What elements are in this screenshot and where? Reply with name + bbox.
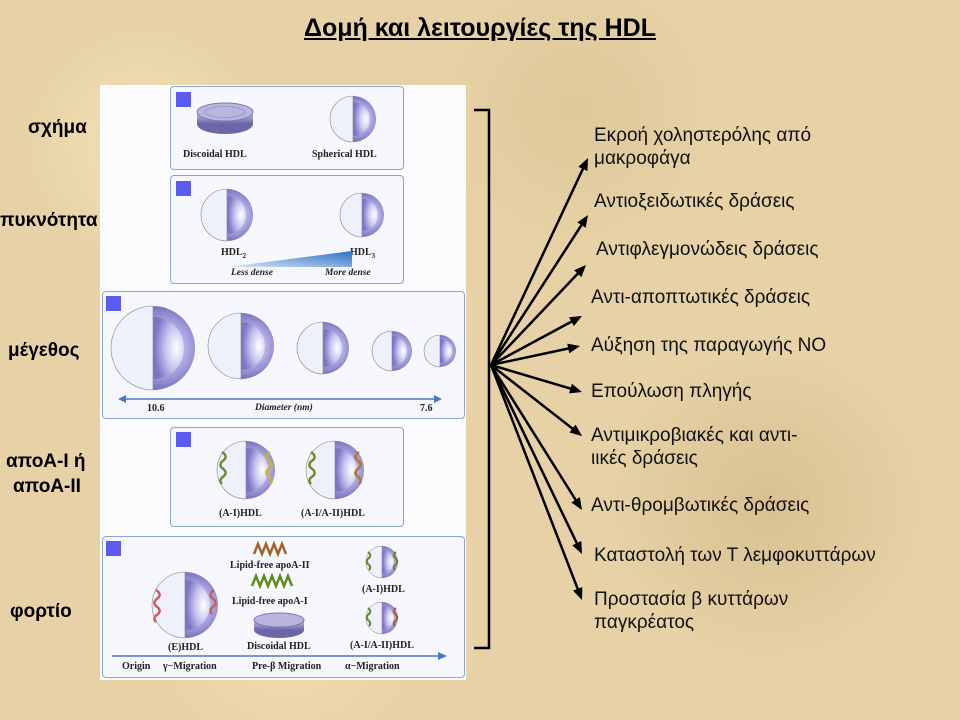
arrow-line [489, 221, 585, 366]
marker-square [176, 432, 191, 447]
label-gamma-migration: γ−Migration [163, 661, 217, 672]
marker-square [176, 181, 191, 196]
label-ehdl: (E)HDL [168, 642, 203, 653]
row-label-charge: φορτίο [10, 601, 72, 622]
hdl3-sphere-icon [339, 192, 384, 238]
label-charge-discoidal: Discoidal HDL [247, 641, 311, 652]
arrow-line [490, 270, 581, 366]
function-label: Προστασία β κυττάρων παγκρέατος [594, 589, 789, 633]
marker-square [176, 92, 191, 107]
marker-square [106, 541, 121, 556]
function-label: Αντιμικροβιακές και αντι- ιικές δράσεις [591, 425, 798, 469]
arrow-line [489, 364, 580, 547]
row-label-size: μέγεθος [8, 340, 80, 361]
arrow-head [578, 158, 588, 171]
label-aiaii-hdl: (A-I/A-II)HDL [301, 508, 365, 519]
label-hdl2: HDL2 [221, 247, 247, 260]
arrow-head [577, 215, 588, 228]
label-diameter-min: 7.6 [420, 403, 433, 414]
migration-axis-arrow [112, 652, 447, 660]
arrow-head [573, 587, 583, 600]
arrow-head [569, 383, 582, 394]
ai-hdl-icon [216, 440, 275, 500]
lipid-free-apoai-icon [250, 572, 294, 590]
label-diameter-axis: Diameter (nm) [255, 403, 313, 413]
row-label-shape: σχήμα [28, 117, 87, 138]
arrow-head [567, 343, 580, 354]
label-diameter-max: 10.6 [147, 403, 165, 414]
function-label: Αντι-αποπτωτικές δράσεις [591, 287, 810, 308]
arrow-line [490, 319, 575, 367]
row-label-apo-1: αποA-I ή [6, 451, 86, 472]
arrow-line [490, 364, 576, 432]
label-origin: Origin [122, 661, 151, 672]
label-spherical: Spherical HDL [312, 149, 377, 160]
row-label-apo-2: αποA-II [13, 476, 81, 497]
label-less-dense: Less dense [231, 268, 273, 278]
aiaii-hdl-icon [305, 440, 364, 500]
charge-discoidal-icon [253, 612, 305, 638]
label-more-dense: More dense [325, 268, 371, 278]
density-gradient-wedge [228, 251, 352, 267]
function-label: Επούλωση πληγής [591, 381, 752, 402]
row-label-density: πυκνότητα [0, 210, 98, 231]
function-label: Αύξηση της παραγωγής NO [591, 335, 827, 356]
label-free-apoaii: Lipid-free apoA-II [230, 560, 310, 571]
function-label: Εκροή χοληστερόλης από μακροφάγα [594, 125, 812, 169]
label-hdl3: HDL3 [350, 247, 376, 260]
label-free-apoai: Lipid-free apoA-I [232, 596, 308, 607]
page-title: Δομή και λειτουργίες της HDL [303, 14, 656, 42]
arrow-line [489, 364, 580, 593]
function-label: Αντιοξειδωτικές δράσεις [594, 191, 795, 212]
discoidal-hdl-icon [196, 102, 254, 134]
label-charge-aiaii-hdl: (A-I/A-II)HDL [350, 640, 414, 651]
arrow-head [572, 541, 582, 554]
size-spheres [110, 305, 456, 391]
arrow-line [489, 364, 579, 504]
arrow-line [490, 363, 574, 391]
bracket [474, 108, 491, 650]
arrow-head [569, 424, 582, 436]
arrow-line [490, 346, 572, 367]
ehdl-icon [151, 571, 218, 639]
charge-aiaii-hdl-icon [365, 601, 399, 635]
arrow-head [569, 316, 582, 327]
arrow-head [574, 265, 586, 278]
label-prebeta-migration: Pre-β Migration [252, 661, 322, 672]
arrow-line [489, 165, 586, 366]
label-alpha-migration: α−Migration [345, 661, 400, 672]
arrow-head [571, 497, 582, 510]
label-charge-ai-hdl: (A-I)HDL [362, 584, 405, 595]
marker-square [106, 296, 121, 311]
lipid-free-apoaii-icon [252, 540, 288, 558]
function-label: Καταστολή των Τ λεμφοκυττάρων [594, 545, 876, 566]
label-discoidal: Discoidal HDL [183, 149, 247, 160]
function-label: Αντιφλεγμονώδεις δράσεις [596, 239, 819, 260]
function-label: Αντι-θρομβωτικές δράσεις [591, 495, 810, 516]
spherical-hdl-icon [329, 95, 376, 143]
hdl2-sphere-icon [200, 188, 253, 242]
diameter-axis-arrow [118, 395, 442, 403]
panel-apo [170, 427, 404, 527]
label-ai-hdl: (A-I)HDL [219, 508, 262, 519]
charge-ai-hdl-icon [365, 545, 399, 579]
